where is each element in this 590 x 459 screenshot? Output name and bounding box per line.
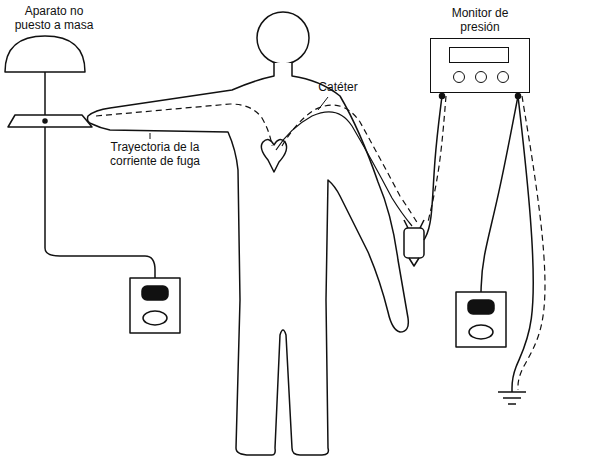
leakage-path (518, 96, 545, 390)
wall-outlet (456, 292, 506, 347)
lamp-plug-point (43, 119, 47, 123)
leakage-path (428, 96, 446, 222)
monitor-knob (453, 71, 465, 83)
annotation-label: Catéter (310, 80, 366, 94)
wall-outlet (130, 278, 180, 333)
catheter (276, 112, 412, 226)
outlet-socket (468, 300, 494, 314)
leader-line (150, 133, 151, 139)
annotation-label: Aparato no puesto a masa (8, 4, 100, 32)
monitor-housing (430, 38, 530, 93)
outlet-socket (143, 311, 167, 325)
lamp-base (8, 115, 92, 127)
leakage-path (96, 104, 418, 224)
lamp-pole (44, 72, 46, 115)
annotation-label: Trayectoria de la corriente de fuga (100, 140, 210, 168)
ground-symbol (503, 397, 521, 399)
monitor-node: Monitor de presión (428, 6, 532, 93)
outlet-socket (142, 286, 168, 300)
stopcock (420, 220, 424, 228)
monitor-knob (475, 71, 487, 83)
stopcock (404, 220, 408, 228)
pressure-transducer (404, 228, 424, 258)
head (257, 12, 309, 64)
monitor-title: Monitor de presión (438, 6, 522, 34)
power-cord (481, 96, 518, 292)
ground-wire (512, 96, 533, 392)
monitor-display (449, 47, 509, 63)
monitor-knob (497, 71, 509, 83)
leader-line (318, 97, 328, 110)
outlet-socket (469, 325, 493, 339)
lamp-dome (5, 36, 85, 72)
transducer-tip (409, 258, 419, 266)
ground-symbol (508, 403, 516, 405)
